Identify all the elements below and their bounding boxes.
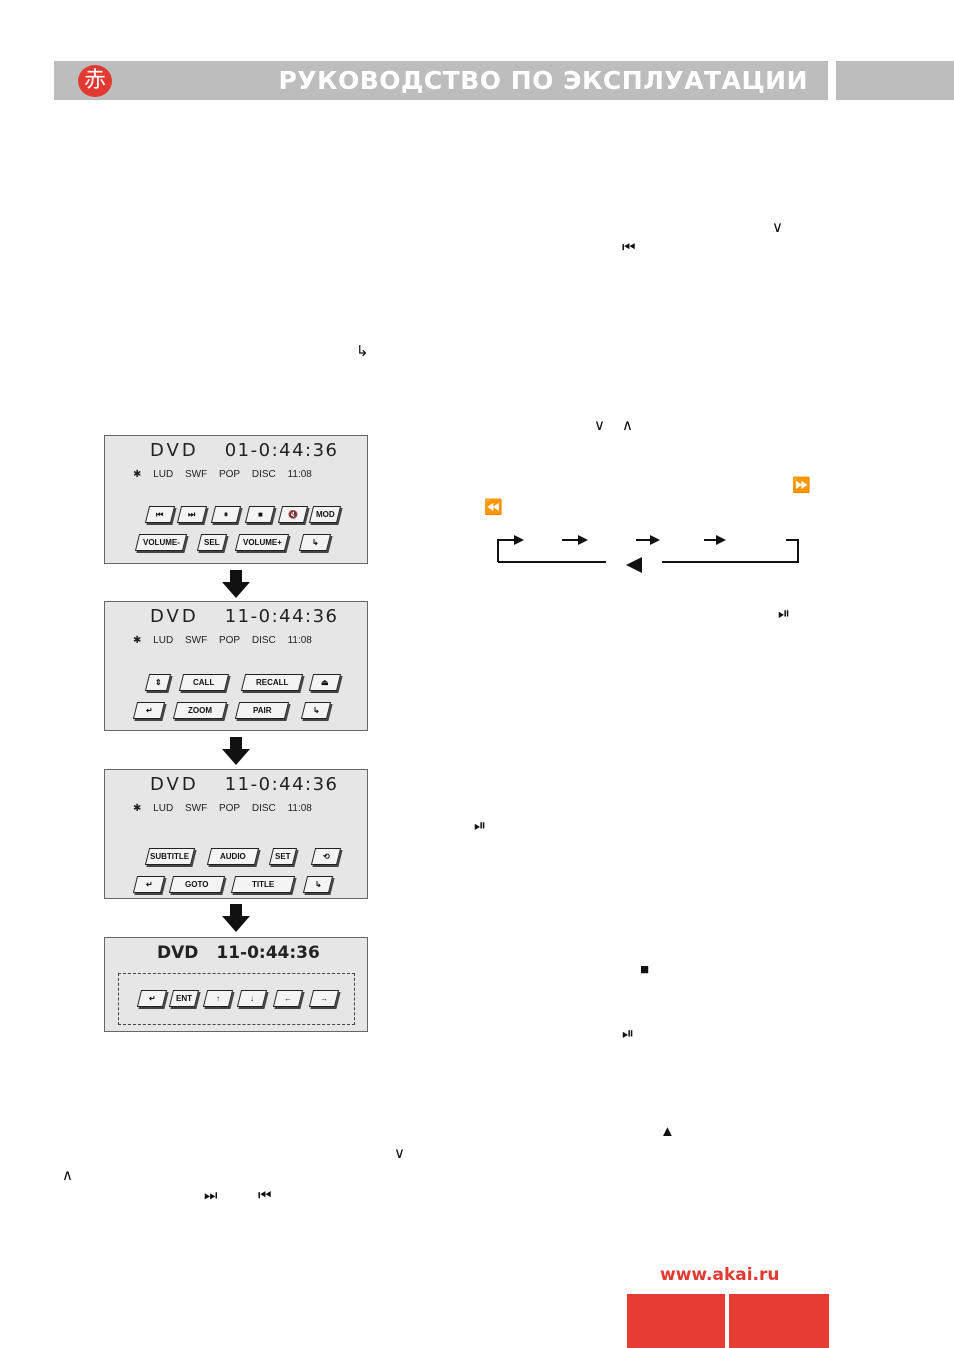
source-label: DVD: [150, 606, 199, 627]
source-label: DVD: [157, 943, 199, 963]
status-disc: DISC: [251, 635, 276, 646]
status-lud: LUD: [153, 469, 174, 480]
sel-button[interactable]: SEL: [196, 534, 228, 551]
website-link[interactable]: www.akai.ru: [660, 1265, 780, 1285]
source-label: DVD: [150, 440, 199, 461]
enter-button[interactable]: ENT: [168, 990, 200, 1007]
back-button[interactable]: ↵: [136, 990, 168, 1007]
page-next-button[interactable]: ↳: [300, 702, 332, 719]
angle-button[interactable]: ⟲: [310, 848, 342, 865]
eject-button[interactable]: ⏏: [308, 674, 342, 691]
up-down-button[interactable]: ⇕: [144, 674, 172, 691]
arrow-down-icon: [222, 737, 250, 765]
play-pause-icon: ⏯: [622, 1025, 635, 1042]
footer-block-right: [729, 1294, 829, 1348]
pair-button[interactable]: PAIR: [234, 702, 290, 719]
chevron-up-icon: ∧: [622, 417, 633, 434]
time-display: 11-0:44:36: [224, 606, 339, 627]
screen-title: DVD 11-0:44:36: [150, 606, 339, 627]
screen-title: DVD 11-0:44:36: [157, 943, 320, 963]
source-label: DVD: [150, 774, 199, 795]
volume-down-button[interactable]: VOLUME-: [134, 534, 188, 551]
status-row: ✱ LUD SWF POP DISC 11:08: [133, 469, 321, 480]
pause-button[interactable]: ⏸: [210, 506, 242, 523]
page-next-button[interactable]: ↳: [298, 534, 332, 551]
bluetooth-icon: ✱: [133, 803, 142, 814]
fast-forward-icon: ⏩: [792, 477, 811, 494]
status-disc: DISC: [251, 803, 276, 814]
status-clock: 11:08: [287, 635, 312, 646]
lcd-screen-3: DVD 11-0:44:36 ✱ LUD SWF POP DISC 11:08 S…: [104, 769, 368, 899]
akai-logo: 赤: [78, 65, 112, 97]
screen-title: DVD 01-0:44:36: [150, 440, 339, 461]
time-display: 01-0:44:36: [224, 440, 339, 461]
screen-title: DVD 11-0:44:36: [150, 774, 339, 795]
mod-button[interactable]: MOD: [308, 506, 342, 523]
left-button[interactable]: ←: [272, 990, 304, 1007]
footer-block-left: [627, 1294, 725, 1348]
audio-button[interactable]: AUDIO: [206, 848, 260, 865]
right-button[interactable]: →: [308, 990, 340, 1007]
status-swf: SWF: [184, 469, 208, 480]
play-pause-icon: ⏯: [778, 605, 791, 622]
volume-up-button[interactable]: VOLUME+: [234, 534, 290, 551]
status-lud: LUD: [153, 635, 174, 646]
status-clock: 11:08: [287, 803, 312, 814]
navigation-panel: [118, 973, 355, 1025]
chevron-up-icon: ∧: [62, 1167, 73, 1184]
page-next-button[interactable]: ↳: [302, 876, 334, 893]
page-title: РУКОВОДСТВО ПО ЭКСПЛУАТАЦИИ: [278, 66, 808, 95]
header-bar: [54, 61, 828, 100]
status-disc: DISC: [251, 469, 276, 480]
status-clock: 11:08: [287, 469, 312, 480]
arrow-down-icon: [222, 904, 250, 932]
stop-button[interactable]: ■: [244, 506, 276, 523]
status-swf: SWF: [184, 635, 208, 646]
chevron-down-icon: ∨: [394, 1145, 405, 1162]
lcd-screen-1: DVD 01-0:44:36 ✱ LUD SWF POP DISC 11:08 ⏮…: [104, 435, 368, 564]
prev-track-icon: ⏮: [258, 1187, 272, 1204]
goto-button[interactable]: GOTO: [168, 876, 226, 893]
stop-icon: ■: [640, 961, 650, 978]
back-button[interactable]: ↵: [132, 876, 166, 893]
prev-track-icon: ⏮: [622, 239, 636, 256]
status-pop: POP: [218, 635, 241, 646]
mute-button[interactable]: 🔇: [277, 506, 309, 523]
time-display: 11-0:44:36: [216, 943, 320, 963]
lcd-screen-2: DVD 11-0:44:36 ✱ LUD SWF POP DISC 11:08 ⇕…: [104, 601, 368, 731]
status-pop: POP: [218, 803, 241, 814]
bluetooth-icon: ✱: [133, 635, 142, 646]
rewind-icon: ⏪: [484, 499, 503, 516]
title-button[interactable]: TITLE: [230, 876, 296, 893]
call-button[interactable]: CALL: [178, 674, 230, 691]
up-button[interactable]: ↑: [202, 990, 234, 1007]
time-display: 11-0:44:36: [224, 774, 339, 795]
status-pop: POP: [218, 469, 241, 480]
bluetooth-icon: ✱: [133, 469, 142, 480]
next-track-icon: ⏭: [204, 1187, 218, 1204]
back-button[interactable]: ↵: [132, 702, 166, 719]
set-button[interactable]: SET: [268, 848, 298, 865]
play-pause-icon: ⏯: [474, 817, 487, 834]
status-row: ✱ LUD SWF POP DISC 11:08: [133, 803, 321, 814]
arrow-down-icon: [222, 570, 250, 598]
enter-arrow-icon: ↳: [356, 343, 369, 360]
lcd-screen-4: DVD 11-0:44:36 ↵ ENT ↑ ↓ ← →: [104, 937, 368, 1032]
eject-icon: ▲: [660, 1123, 675, 1140]
next-button[interactable]: ⏭: [176, 506, 208, 523]
subtitle-button[interactable]: SUBTITLE: [144, 848, 196, 865]
status-lud: LUD: [153, 803, 174, 814]
status-swf: SWF: [184, 803, 208, 814]
down-button[interactable]: ↓: [236, 990, 268, 1007]
speed-cycle-diagram: [497, 535, 799, 573]
zoom-button[interactable]: ZOOM: [172, 702, 228, 719]
recall-button[interactable]: RECALL: [240, 674, 304, 691]
header-tab: [836, 61, 954, 100]
status-row: ✱ LUD SWF POP DISC 11:08: [133, 635, 321, 646]
prev-button[interactable]: ⏮: [144, 506, 176, 523]
chevron-down-icon: ∨: [772, 219, 783, 236]
chevron-down-icon: ∨: [594, 417, 605, 434]
